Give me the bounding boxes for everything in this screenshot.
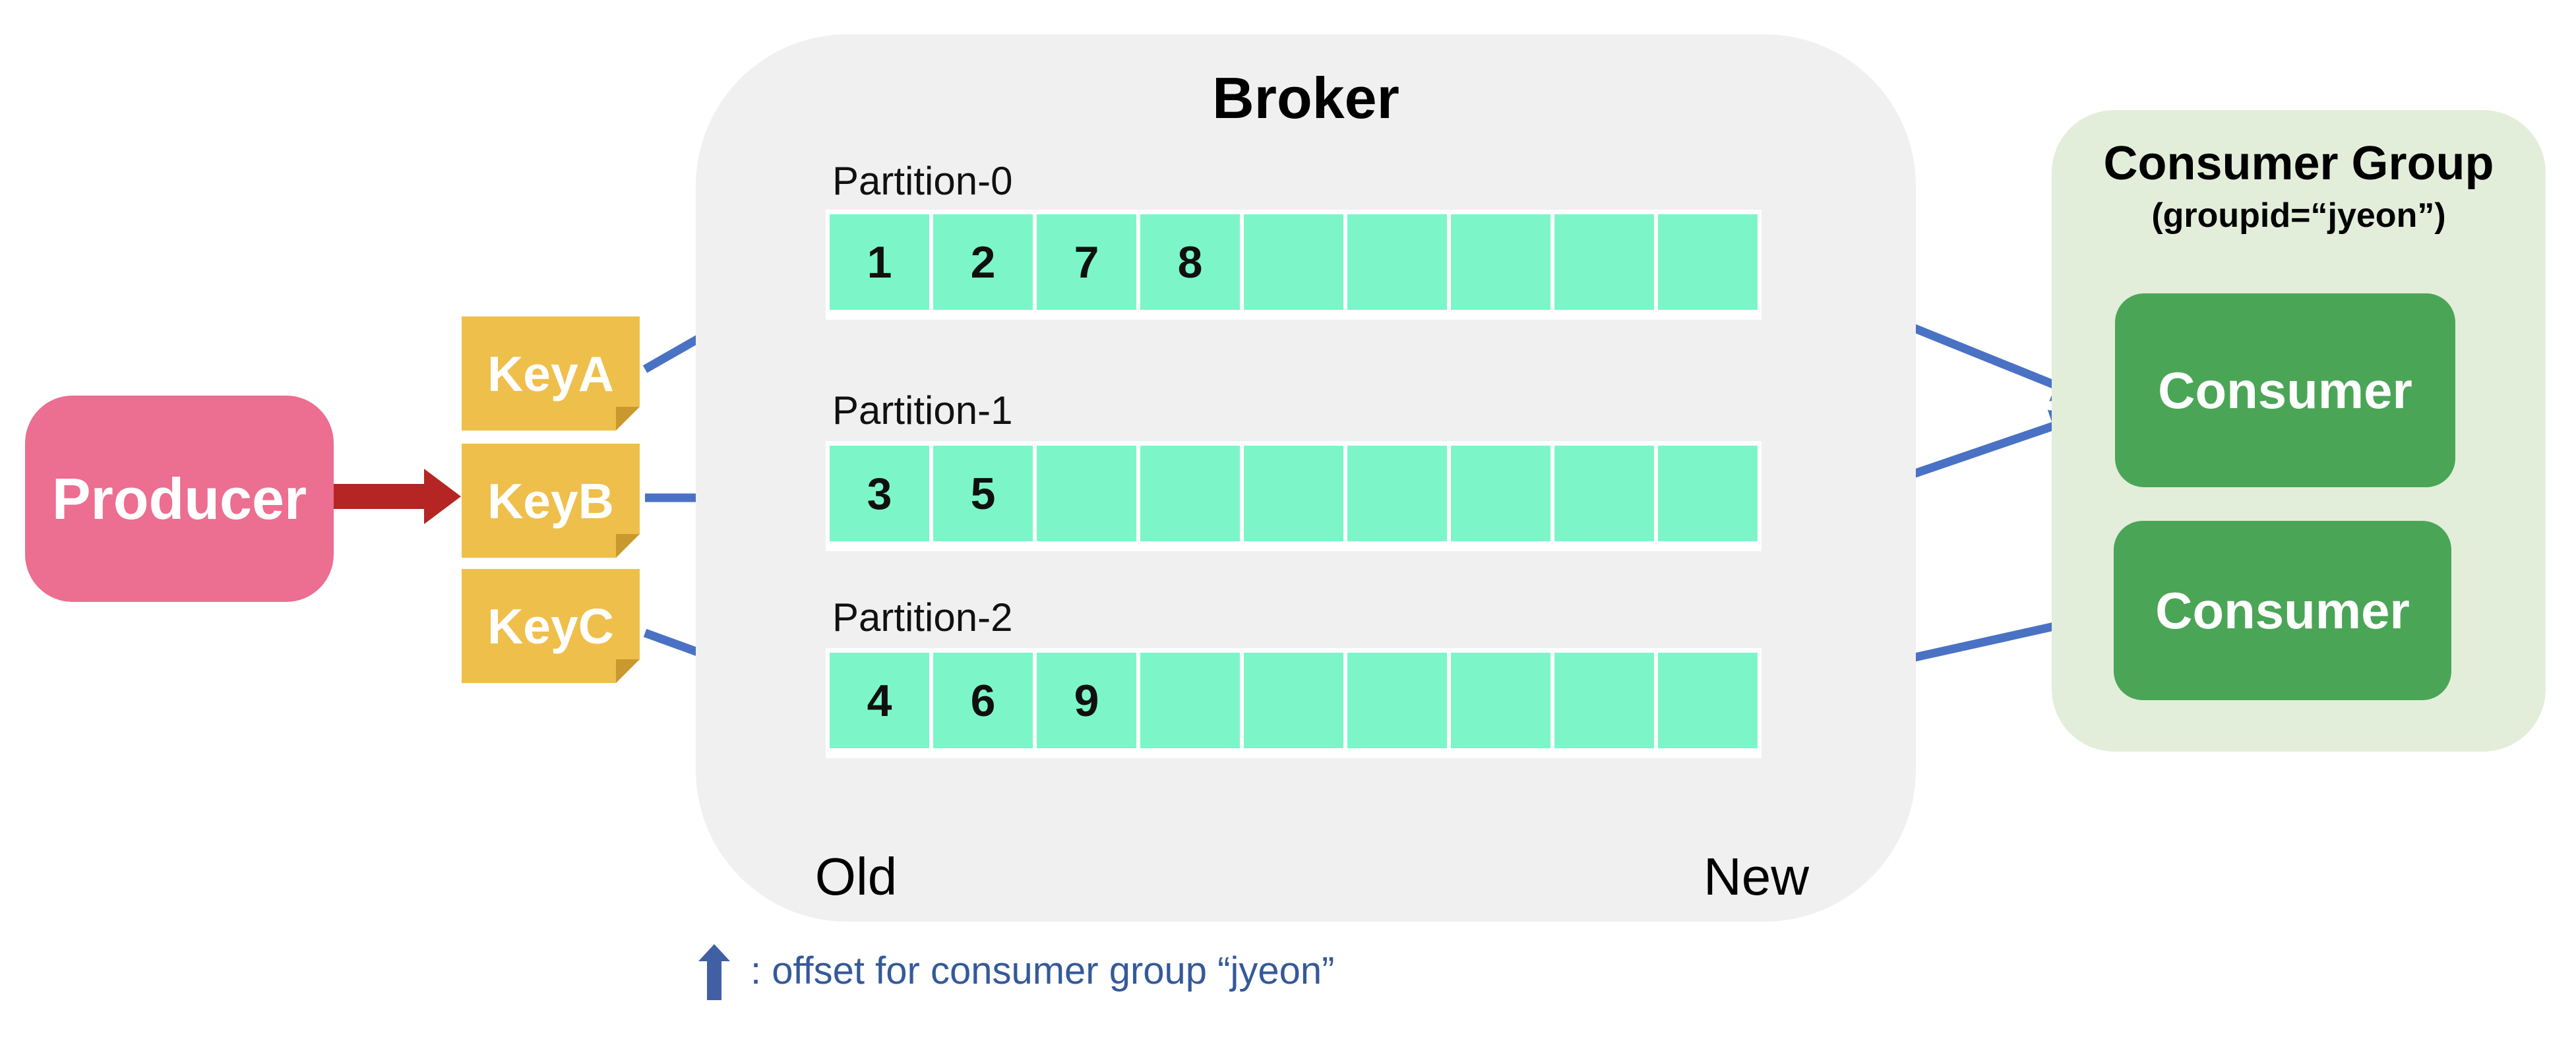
partition-cell: [1451, 214, 1550, 310]
key-a-note: KeyA: [462, 316, 640, 431]
partition-cell: 4: [830, 653, 929, 748]
consumer-group-box: Consumer Group (groupid=“jyeon”) Consume…: [2052, 110, 2546, 752]
partition-cell: [1140, 446, 1240, 541]
consumer-group-title: Consumer Group: [2103, 137, 2494, 190]
partition-cell: 5: [933, 446, 1033, 541]
key-c-note: KeyC: [462, 569, 640, 683]
partition-cell: 9: [1037, 653, 1136, 748]
partition-cell: [1658, 214, 1758, 310]
partition-cell: [1244, 446, 1343, 541]
key-b-label: KeyB: [487, 473, 614, 529]
consumer-2-label: Consumer: [2155, 581, 2410, 640]
legend-offset-text: : offset for consumer group “jyeon”: [751, 949, 1335, 992]
key-a-label: KeyA: [487, 345, 614, 402]
partition-cell: [1347, 214, 1447, 310]
timeline-old-label: Old: [814, 847, 898, 906]
partition0-label: Partition-0: [832, 159, 1013, 203]
partition-cell: [1554, 446, 1654, 541]
key-b-note: KeyB: [462, 444, 640, 558]
broker-title: Broker: [1212, 65, 1399, 131]
partition1-label: Partition-1: [832, 388, 1013, 432]
partition-cell: 1: [830, 214, 929, 310]
partition-cell: [1140, 653, 1240, 748]
partition2-label: Partition-2: [832, 595, 1013, 640]
producer-label: Producer: [51, 465, 307, 531]
consumer-group-subtitle: (groupid=“jyeon”): [2151, 196, 2446, 235]
partition1-row: 3 5: [826, 441, 1762, 551]
consumer-2-box: Consumer: [2114, 521, 2451, 700]
partition-cell: [1451, 653, 1550, 748]
partition-cell: [1554, 653, 1654, 748]
partition-cell: [1244, 214, 1343, 310]
partition-cell: [1244, 653, 1343, 748]
producer-box: Producer: [25, 396, 334, 602]
partition-cell: 7: [1037, 214, 1136, 310]
consumer-1-box: Consumer: [2115, 293, 2455, 487]
partition-cell: 3: [830, 446, 929, 541]
partition-cell: 6: [933, 653, 1033, 748]
timeline-new-label: New: [1703, 847, 1810, 906]
partition-cell: 8: [1140, 214, 1240, 310]
partition-cell: [1037, 446, 1136, 541]
consumer-1-label: Consumer: [2158, 361, 2412, 419]
partition2-row: 4 6 9: [826, 648, 1762, 758]
partition-cell: [1658, 446, 1758, 541]
partition-cell: 2: [933, 214, 1033, 310]
partition-cell: [1658, 653, 1758, 748]
partition0-row: 1 2 7 8: [826, 210, 1762, 320]
partition-cell: [1451, 446, 1550, 541]
key-c-label: KeyC: [487, 598, 614, 654]
partition-cell: [1554, 214, 1654, 310]
partition-cell: [1347, 653, 1447, 748]
partition-cell: [1347, 446, 1447, 541]
legend-offset-arrow-icon: [698, 944, 730, 1000]
producer-to-keys-arrow-icon: [334, 469, 461, 524]
